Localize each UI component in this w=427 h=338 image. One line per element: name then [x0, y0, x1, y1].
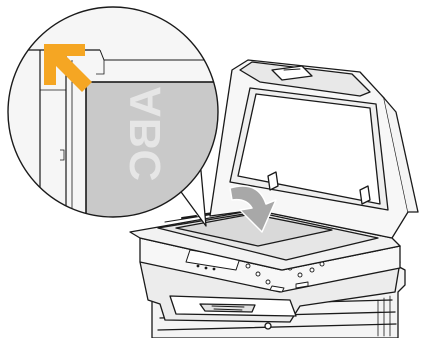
inset-document-text: ABC [121, 86, 170, 181]
magnified-inset: ABC [0, 0, 246, 242]
